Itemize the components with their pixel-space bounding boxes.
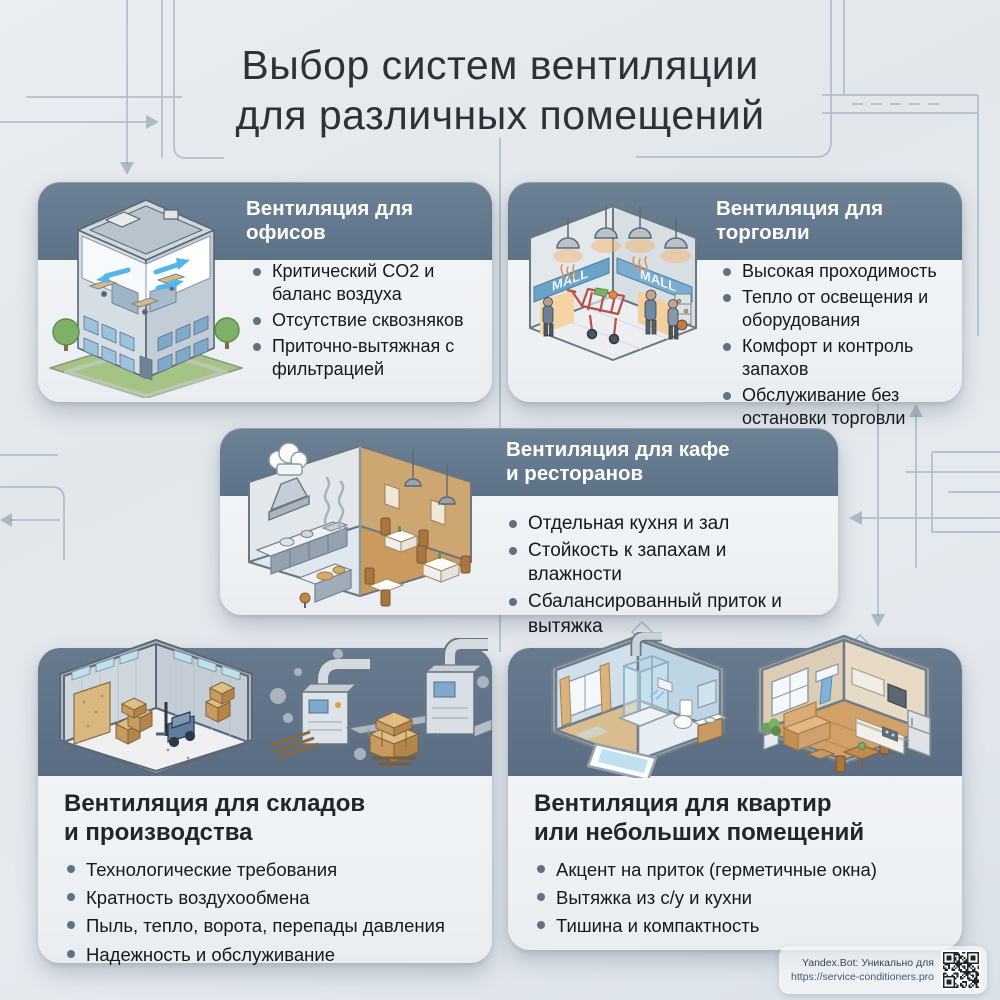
kitchenette: [851, 667, 931, 757]
chef-hat-icon: [268, 442, 308, 476]
kitchen-area: [255, 442, 353, 608]
bathtub-icon: [586, 742, 658, 778]
card-ventilation-retail: Вентиляция для торговли MALL MALL: [508, 182, 962, 428]
forklift-icon: [156, 702, 196, 748]
card-title: Вентиляция для торговли: [716, 196, 884, 244]
bullet-item: Вытяжка из с/у и кухни: [534, 886, 944, 910]
bullet-item: Тепло от освещения и оборудования: [720, 286, 954, 332]
bullet-list: Технологические требования Кратность воз…: [64, 858, 474, 968]
bullet-item: Приточно-вытяжная с фильтрацией: [250, 335, 484, 381]
card-title: Вентиляция для складов и производства: [64, 790, 366, 847]
illustration-band: [38, 638, 492, 776]
bullet-item: Комфорт и контроль запахов: [720, 335, 954, 381]
office-interior: [88, 273, 186, 316]
toilet-icon: [673, 699, 693, 730]
page-title: Выбор систем вентиляции для различных по…: [0, 40, 1000, 140]
bullet-list: Критический CO2 и баланс воздуха Отсутст…: [250, 260, 484, 384]
card-ventilation-cafe: Вентиляция для кафе и ресторанов: [220, 428, 838, 637]
vanity-icon: [692, 679, 728, 745]
heat-lamp-icon: [553, 206, 691, 281]
office-building-illustration: [49, 199, 243, 398]
warehouse-production-illustration: [59, 638, 492, 775]
shopping-cart-icon: [566, 287, 626, 345]
pallet-boxes: [269, 711, 420, 766]
airflow-arrows-icon: [96, 258, 190, 291]
page-title-line1: Выбор систем вентиляции: [241, 42, 759, 88]
bullet-list: Отдельная кухня и зал Стойкость к запаха…: [506, 512, 814, 641]
dust-clouds: [270, 649, 489, 760]
sofa-icon: [782, 701, 832, 751]
card-ventilation-apartments: Вентиляция для квартир или небольших пом…: [508, 632, 962, 950]
card-title: Вентиляция для квартир или небольших пом…: [534, 790, 865, 847]
bullet-item: Стойкость к запахам и влажности: [506, 539, 814, 588]
card-title: Вентиляция для кафе и ресторанов: [506, 437, 730, 485]
watermark-url: https://service-conditioners.pro: [791, 971, 934, 983]
mall-interior-illustration: MALL MALL: [529, 205, 697, 361]
bullet-item: Высокая проходимость: [720, 260, 954, 283]
shower-icon: [617, 655, 673, 727]
bullet-item: Технологические требования: [64, 858, 474, 882]
bullet-item: Сбалансированный приток и вытяжка: [506, 590, 814, 639]
watermark: Yandex.Bot: Уникально для https://servic…: [779, 946, 987, 994]
watermark-line1: Yandex.Bot: Уникально для: [802, 956, 934, 969]
page-title-line2: для различных помещений: [235, 92, 765, 139]
illustration-band: [508, 632, 962, 778]
qr-code: [941, 950, 981, 990]
bullet-list: Высокая проходимость Тепло от освещения …: [720, 260, 954, 433]
dining-room: [364, 450, 471, 607]
bullet-item: Тишина и компактность: [534, 914, 944, 938]
steam-icon: [323, 476, 345, 532]
bathroom-apartment-illustration: [550, 632, 932, 778]
bullet-list: Акцент на приток (герметичные окна) Вытя…: [534, 858, 944, 939]
bullet-item: Отсутствие сквозняков: [250, 309, 484, 332]
bullet-item: Акцент на приток (герметичные окна): [534, 858, 944, 882]
watermark-text: Yandex.Bot: Уникально для https://servic…: [791, 956, 934, 984]
bullet-item: Критический CO2 и баланс воздуха: [250, 260, 484, 306]
card-title: Вентиляция для офисов: [246, 196, 414, 244]
cargo-boxes: [114, 681, 236, 745]
bullet-item: Отдельная кухня и зал: [506, 512, 814, 537]
plant-icon: [761, 718, 781, 750]
card-ventilation-warehouse: Вентиляция для складов и производства Те…: [38, 638, 492, 965]
bullet-item: Пыль, тепло, ворота, перепады давления: [64, 914, 474, 938]
tree-icon: [52, 317, 240, 351]
bullet-item: Кратность воздухообмена: [64, 886, 474, 910]
bullet-item: Надежность и обслуживание: [64, 943, 474, 967]
bullet-item: Обслуживание без остановки торговли: [720, 384, 954, 430]
shopper-figures: [542, 289, 688, 340]
kitchen-restaurant-illustration: [248, 442, 472, 608]
card-ventilation-offices: Вентиляция для офисов: [38, 182, 492, 402]
